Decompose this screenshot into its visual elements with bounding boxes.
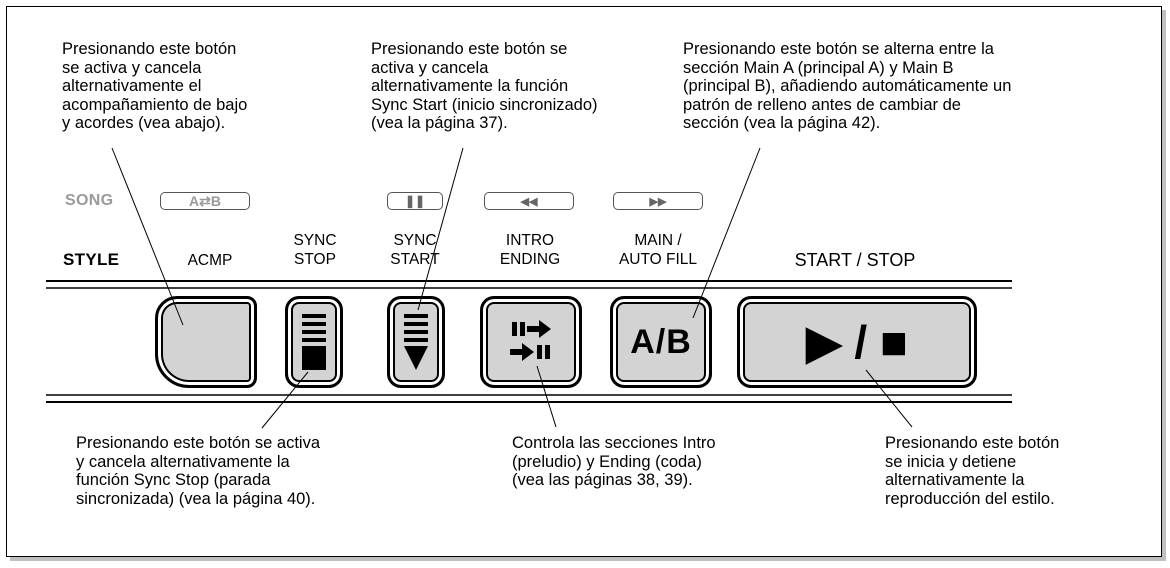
note-main-auto-fill: Presionando este botón se alterna entre …	[683, 40, 1012, 132]
pause-tag: ❚❚	[387, 192, 443, 210]
sync-stop-label: SYNC STOP	[293, 232, 337, 268]
ab-tag-text: A⇄B	[189, 192, 221, 209]
song-label: SONG	[65, 192, 114, 209]
rewind-icon: ◀◀	[520, 195, 538, 208]
fast-forward-tag: ▶▶	[613, 192, 703, 210]
ab-tag: A⇄B	[160, 192, 250, 210]
note-acmp: Presionando este botón se activa y cance…	[62, 40, 248, 132]
intro-ending-icon	[510, 320, 551, 361]
sync-start-label: SYNC START	[390, 232, 440, 268]
acmp-button[interactable]	[155, 296, 257, 388]
start-stop-label: START / STOP	[794, 250, 916, 270]
note-sync-stop: Presionando este botón se activa y cance…	[76, 434, 320, 508]
sync-stop-icon	[302, 314, 326, 370]
fast-forward-icon: ▶▶	[649, 195, 667, 208]
note-sync-start: Presionando este botón se activa y cance…	[371, 40, 598, 132]
sync-start-button[interactable]	[387, 296, 445, 388]
main-auto-fill-label: MAIN / AUTO FILL	[618, 232, 698, 268]
sync-stop-button[interactable]	[285, 296, 343, 388]
pause-icon: ❚❚	[404, 194, 426, 208]
play-stop-icon: ▶ / ■	[806, 316, 908, 368]
acmp-label: ACMP	[187, 252, 233, 269]
sync-start-icon	[404, 314, 428, 370]
rewind-tag: ◀◀	[484, 192, 574, 210]
note-intro-ending: Controla las secciones Intro (preludio) …	[512, 434, 716, 489]
ab-button-text: A/B	[630, 322, 692, 361]
intro-ending-label: INTRO ENDING	[499, 232, 561, 268]
start-stop-button[interactable]: ▶ / ■	[737, 296, 977, 388]
intro-ending-button[interactable]	[480, 296, 582, 388]
main-auto-fill-button[interactable]: A/B	[610, 296, 712, 388]
note-start-stop: Presionando este botón se inicia y detie…	[885, 434, 1060, 508]
style-label: STYLE	[63, 250, 120, 269]
